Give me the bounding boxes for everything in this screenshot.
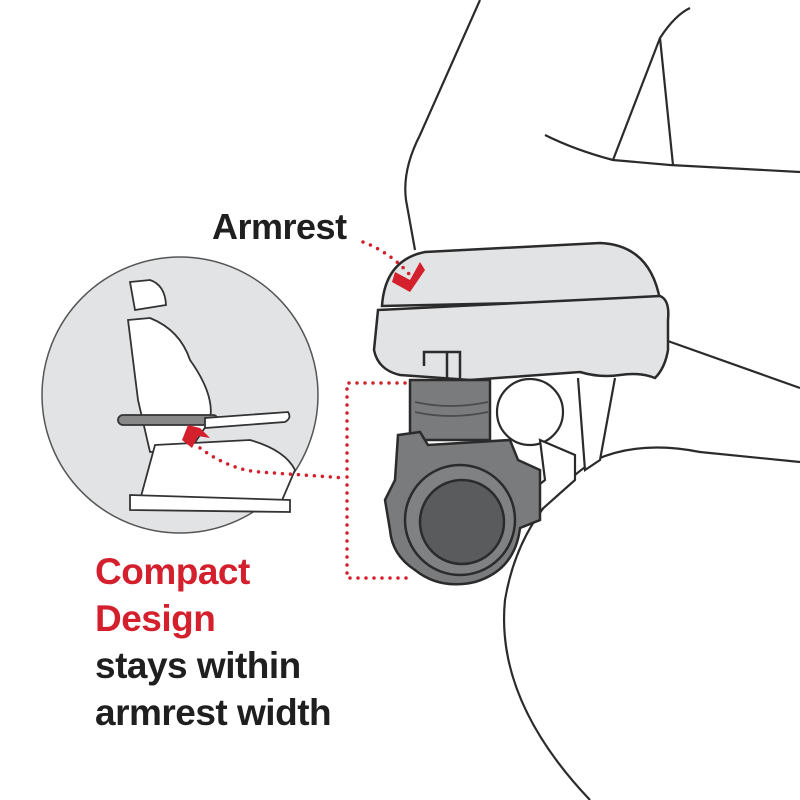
armrest-label: Armrest (212, 206, 347, 247)
callout-title-line2: Design (95, 598, 216, 639)
callout-desc-line2: armrest width (95, 692, 332, 733)
joystick-module (383, 378, 542, 586)
callout-title-line1: Compact (95, 551, 250, 592)
callout-desc-line1: stays within (95, 645, 301, 686)
armrest-pad (372, 241, 670, 382)
armrest-chevron-icon (392, 262, 425, 292)
inset-up-arrow-icon (182, 425, 210, 448)
inset-chair-view (41, 256, 319, 534)
compact-design-callout: Compact Design stays within armrest widt… (95, 548, 332, 736)
leader-lines (198, 240, 412, 580)
